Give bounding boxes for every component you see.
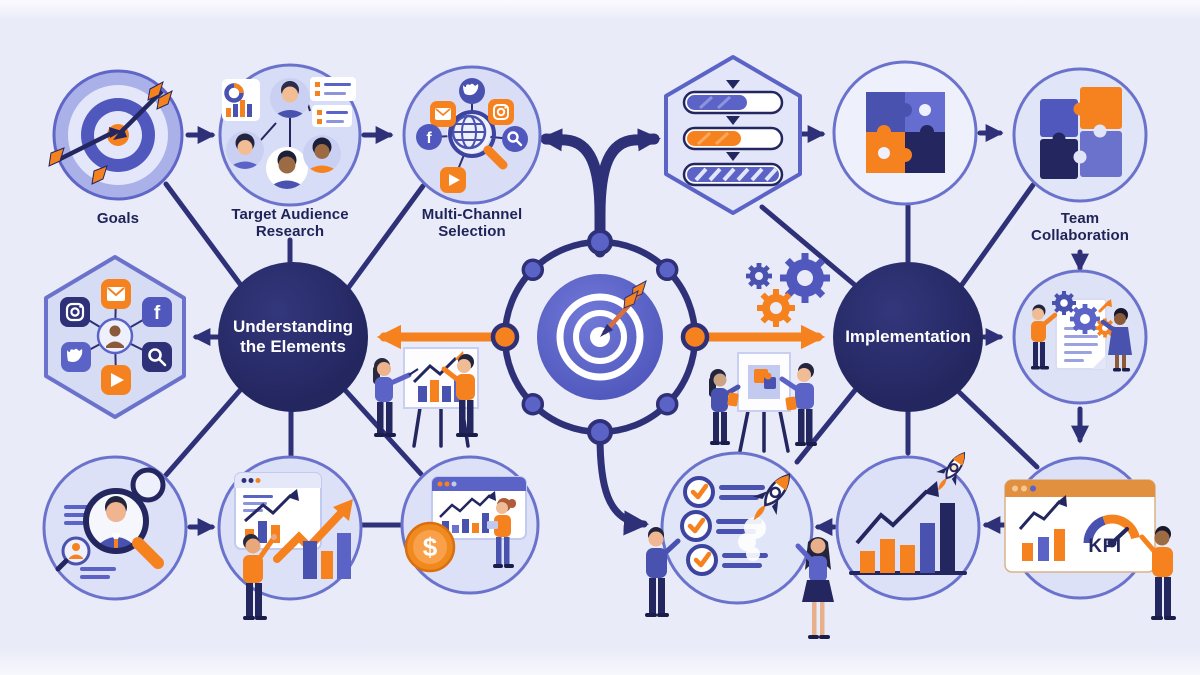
implementation-hub-label: Implementation [845,326,971,346]
twitter-icon [61,342,91,372]
instagram-icon [60,297,90,327]
target-audience-node [218,63,362,207]
dollar-coin-icon: $ [404,521,456,573]
svg-text:f: f [426,130,432,147]
avatar [270,78,310,118]
bar-chart-icon [217,455,363,620]
rocket-icon [752,473,791,521]
integration-puzzle-node [832,60,978,206]
puzzle-pieces-icon [1012,67,1148,203]
growth-chart-icon [835,451,981,601]
understanding-hub-label: Understanding the Elements [233,316,353,356]
understanding-hub: Understanding the Elements [218,262,368,412]
search-icon [502,126,528,152]
check-row [683,476,765,508]
presenter-man [243,534,277,620]
central-strategy-node [490,229,710,445]
kpi-dashboard-node [1000,455,1200,645]
social-network-node: f [40,252,190,422]
facebook-icon: f [142,297,172,327]
dart-icon [48,80,173,185]
gear-icon [1070,304,1100,334]
progress-bars-icon [664,55,802,215]
avatar [226,131,264,169]
person-icon [96,317,134,355]
list-card-icon [310,77,356,127]
implementation-hub: Implementation [833,262,983,412]
puzzle-pieces-icon [832,60,978,206]
gear-icon [1052,291,1076,315]
browser-window-icon [234,472,322,550]
mini-chart [1018,495,1067,561]
social-network-icon: f [44,255,186,419]
email-icon [430,101,456,127]
svg-text:f: f [154,303,161,324]
growth-chart-node [835,451,981,601]
kpi-dashboard-icon [1004,456,1176,620]
goals-label: Goals [96,210,140,227]
ring-nodes [490,229,710,445]
kpi-label: KPI [1088,536,1122,557]
easel-presenters [698,345,826,457]
easel-icon [709,352,817,453]
donut-chart-icon [222,79,260,121]
avatar [303,135,341,173]
performance-chart-node [217,455,363,627]
dart-icon [600,279,647,337]
document-gears-icon [1012,269,1148,405]
instagram-icon [488,99,514,125]
checklist-icon [660,451,814,605]
magnifier-icon [448,110,508,170]
target-icon [48,69,184,201]
search-icon [142,342,172,372]
launch-checklist-node [659,450,815,606]
avatar [266,147,308,189]
analytics-window-icon: $ [400,455,540,595]
kpi-gauge-icon [1083,514,1140,548]
goals-target-node [48,67,186,203]
presenter-woman [373,358,419,437]
checklist-man [634,525,684,625]
analyst-woman [487,498,516,568]
gear-icon [746,253,830,327]
twitter-icon [459,78,485,104]
channels-icon: f [402,65,542,205]
analyst-man [1139,526,1176,620]
facebook-icon: f [416,124,442,150]
target-audience-label: Target Audience Research [231,206,349,241]
team-collaboration-label: Team Collaboration [1031,210,1129,245]
rocket-icon [936,451,966,491]
presenters-icon [373,347,479,448]
flipchart-presenters [362,338,487,453]
team-collaboration-node [1012,67,1148,203]
multi-channel-label: Multi-Channel Selection [421,206,523,241]
youtube-icon [440,167,466,193]
center-to-checklist-arrow [596,432,650,536]
worker-woman [1100,308,1132,372]
target-ring-icon [490,229,710,445]
user-research-node [42,455,188,601]
gears-decoration [745,248,840,328]
youtube-icon [101,365,131,395]
presenter-man [779,363,817,446]
audience-avatars-icon [218,63,362,207]
priority-progress-node [660,52,806,218]
revenue-analytics-node: $ [400,455,540,595]
user-badge [55,536,91,572]
process-document-node [1012,269,1148,405]
multi-channel-node: f [402,65,542,205]
presenter-woman [709,369,741,445]
checklist-woman [788,532,848,654]
worker-man [1031,304,1058,370]
presenter-man [441,354,478,437]
email-icon [101,279,131,309]
user-avatar-magnifier [83,488,164,569]
globe-icon [447,110,491,154]
svg-text:$: $ [423,532,438,562]
user-research-icon [42,455,188,601]
